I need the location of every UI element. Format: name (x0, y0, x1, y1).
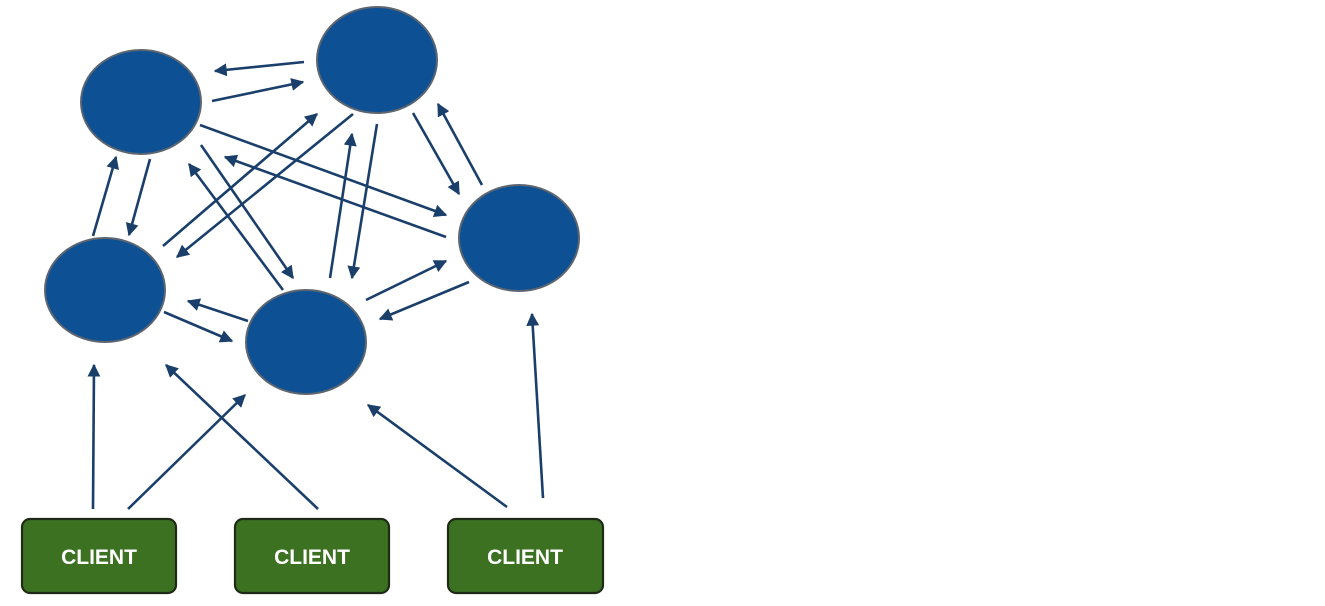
edge-arrow (162, 113, 318, 247)
edge-arrow (163, 310, 234, 343)
server-node (458, 184, 580, 292)
clients-group: CLIENT CLIENT CLIENT (20, 517, 605, 595)
edge-arrow (328, 132, 357, 279)
client-box: CLIENT (446, 517, 605, 595)
client-arrow (526, 312, 545, 499)
edges-group (87, 60, 545, 510)
client-arrow (366, 403, 508, 509)
client-arrow (165, 364, 319, 510)
edge-arrow (436, 102, 484, 186)
server-node (44, 237, 166, 343)
client-arrow (87, 363, 101, 510)
client-label: CLIENT (61, 546, 137, 569)
nodes-group (44, 6, 580, 395)
edge-arrow (175, 112, 354, 259)
edge-arrow (378, 280, 470, 321)
edge-arrow (223, 154, 447, 239)
client-arrow (127, 394, 246, 510)
client-label: CLIENT (274, 546, 350, 569)
server-node (316, 6, 438, 114)
server-node (245, 289, 367, 395)
edge-arrow (91, 155, 119, 237)
edge-arrow (199, 123, 448, 218)
edge-arrow (411, 112, 461, 196)
edge-arrow (125, 158, 152, 237)
edge-arrow (186, 298, 249, 323)
edge-arrow (347, 123, 379, 280)
client-label: CLIENT (487, 546, 563, 569)
server-node (80, 49, 202, 155)
edge-arrow (199, 144, 295, 280)
client-box: CLIENT (233, 517, 391, 595)
edge-arrow (213, 60, 305, 77)
client-box: CLIENT (20, 517, 178, 595)
edge-arrow (211, 78, 305, 103)
edge-arrow (365, 259, 448, 302)
edge-arrow (187, 162, 285, 291)
